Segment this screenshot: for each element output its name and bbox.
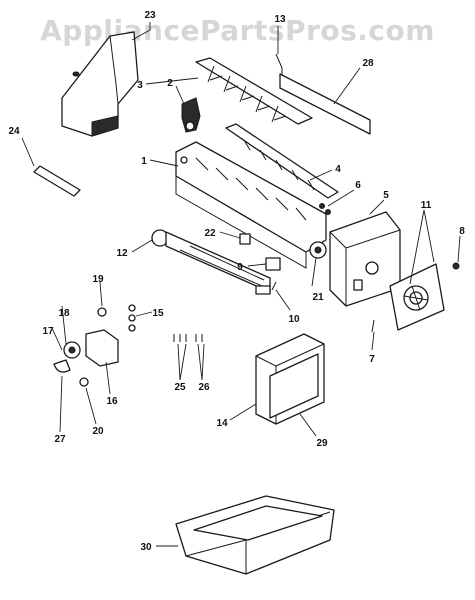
callout-13: 13 <box>274 14 286 25</box>
part-28-shutoff-arm <box>279 73 371 135</box>
callout-29: 29 <box>316 438 328 449</box>
callout-16: 16 <box>106 396 118 407</box>
callout-15: 15 <box>152 308 164 319</box>
part-5-housing <box>329 211 401 307</box>
callout-21: 21 <box>312 292 324 303</box>
part-21-gear <box>309 241 327 259</box>
part-14-29-pads <box>255 333 325 425</box>
callout-30: 30 <box>140 542 152 553</box>
part-7-screw <box>371 319 375 333</box>
callout-3: 3 <box>137 80 143 91</box>
callout-5: 5 <box>383 190 389 201</box>
part-4-ejector <box>225 123 339 199</box>
part-6-screw <box>319 203 331 215</box>
part-16-water-valve <box>53 329 119 373</box>
callout-19: 19 <box>92 274 104 285</box>
part-22-switch <box>239 233 251 245</box>
part-8-screw <box>452 262 460 270</box>
callout-18: 18 <box>58 308 70 319</box>
part-11-motor <box>389 263 445 331</box>
part-30-ice-bin <box>175 495 335 575</box>
callout-9: 9 <box>237 262 243 273</box>
part-19-grommet <box>97 307 107 317</box>
callout-26: 26 <box>198 382 210 393</box>
callout-14: 14 <box>216 418 228 429</box>
callout-11: 11 <box>421 200 432 211</box>
part-9-thermostat <box>265 257 281 271</box>
callout-7: 7 <box>369 354 375 365</box>
callout-27: 27 <box>54 434 66 445</box>
callout-6: 6 <box>355 180 361 191</box>
part-15-fittings <box>128 304 136 332</box>
callout-23: 23 <box>144 10 156 21</box>
callout-22: 22 <box>204 228 216 239</box>
part-10-clip <box>271 281 277 291</box>
callout-25: 25 <box>174 382 186 393</box>
part-25-26-screws <box>173 334 203 342</box>
part-12-heater <box>151 229 271 295</box>
callout-1: 1 <box>141 156 147 167</box>
part-2-support <box>181 97 201 133</box>
callout-labels: 23 13 28 3 2 4 1 24 6 5 11 8 22 12 9 21 … <box>8 10 465 553</box>
callout-20: 20 <box>92 426 104 437</box>
callout-28: 28 <box>362 58 374 69</box>
leader-lines <box>21 22 461 547</box>
callout-12: 12 <box>116 248 128 259</box>
callout-4: 4 <box>335 164 341 175</box>
callout-2: 2 <box>167 78 173 89</box>
callout-10: 10 <box>288 314 300 325</box>
part-23-fill-tube <box>61 31 139 137</box>
callout-8: 8 <box>459 226 465 237</box>
part-3-stripper <box>195 57 313 125</box>
part-20-valve-part <box>79 377 89 387</box>
part-24-rod <box>33 165 81 197</box>
part-1-mold <box>175 141 327 269</box>
callout-17: 17 <box>42 326 54 337</box>
callout-24: 24 <box>8 126 20 137</box>
